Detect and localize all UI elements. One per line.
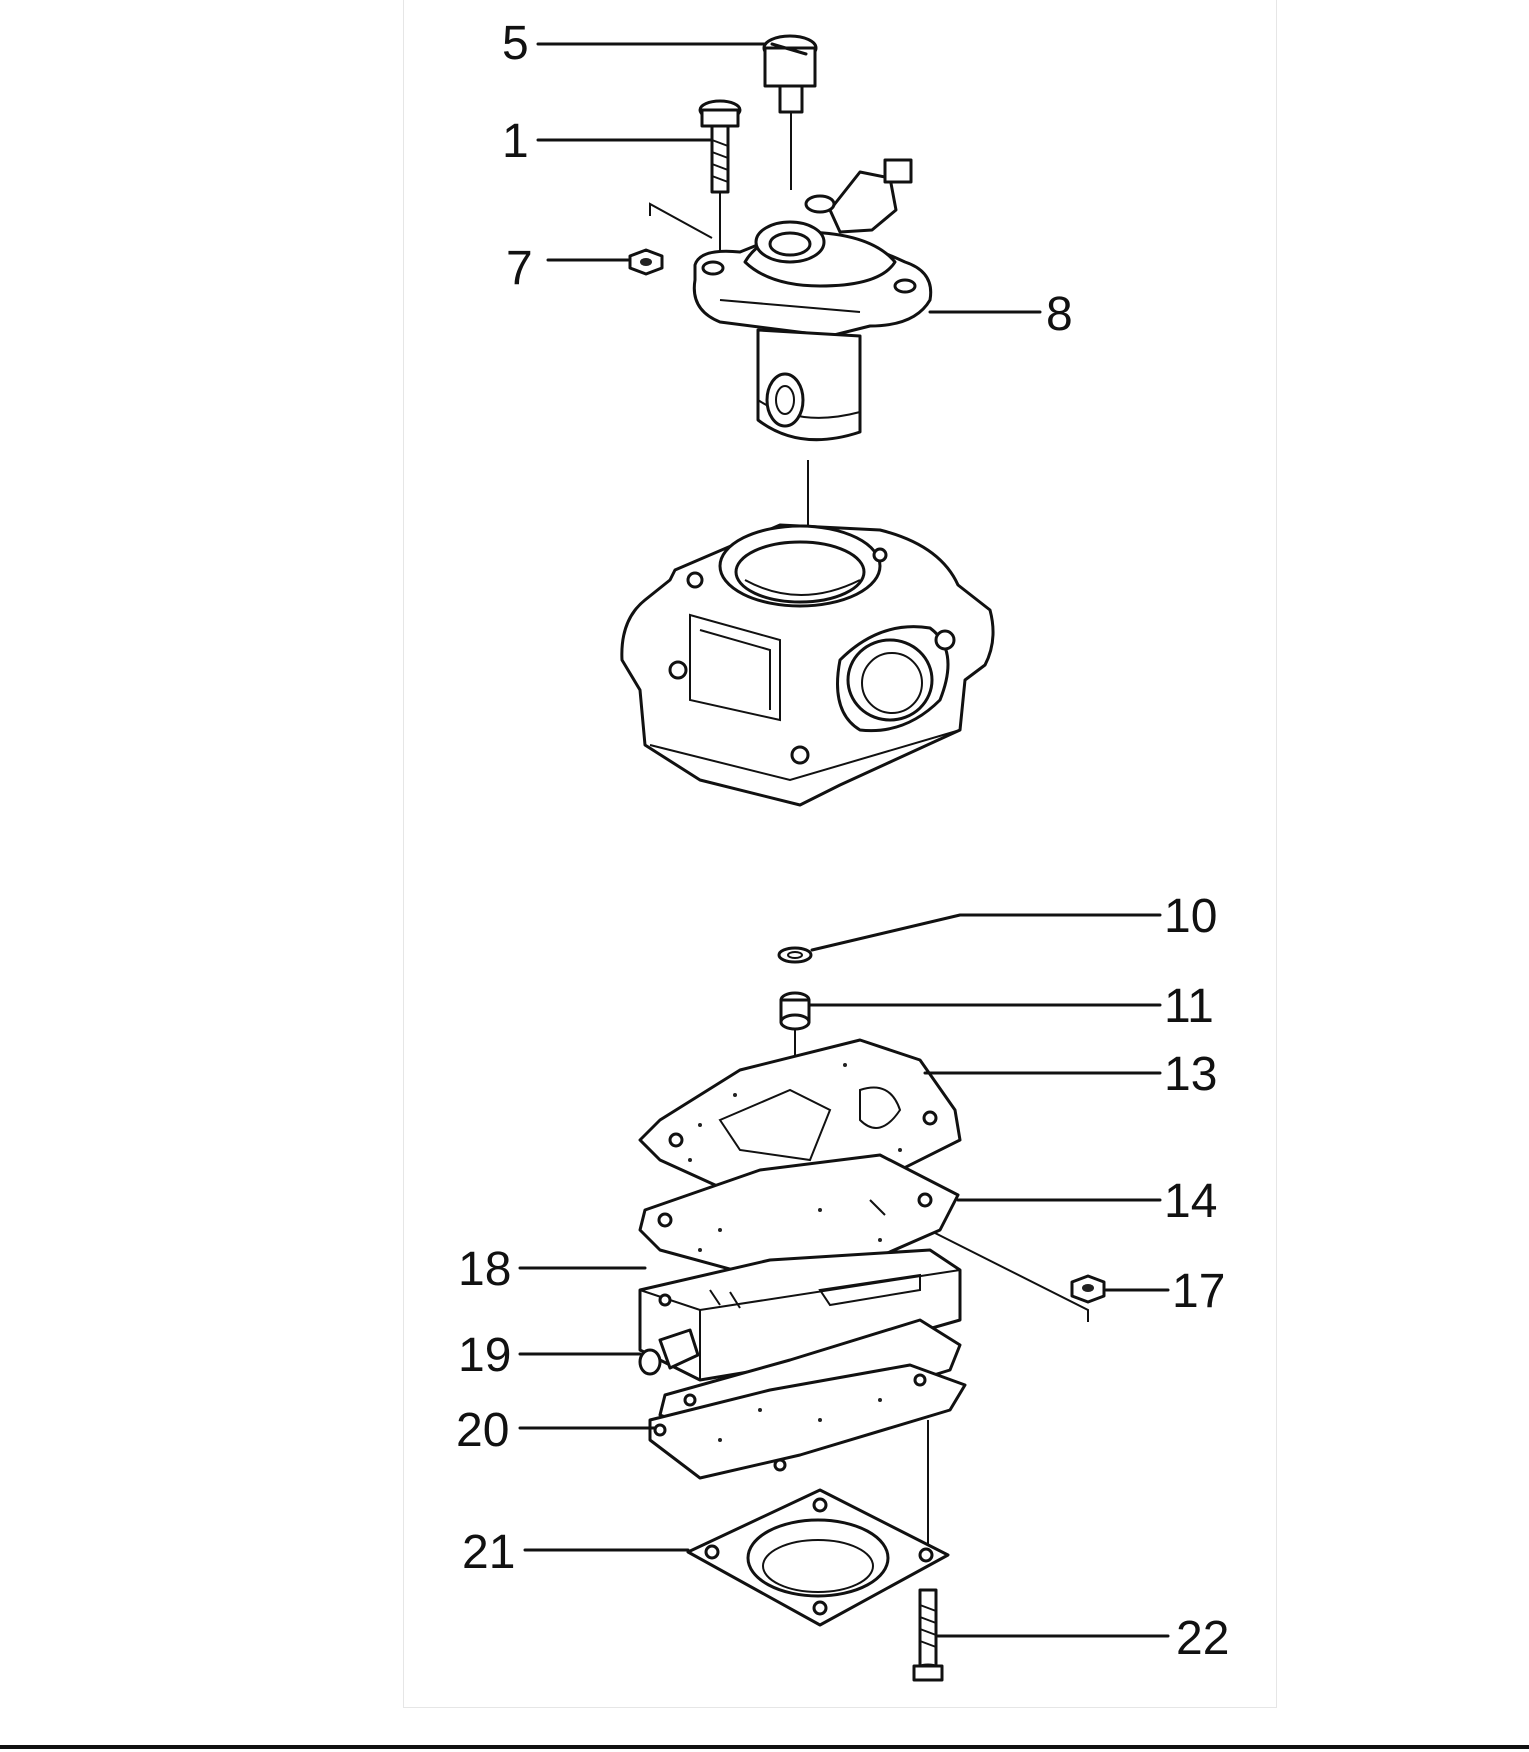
- carburetor-main-body: [620, 523, 995, 807]
- part-20-diaphragm: [648, 1318, 967, 1545]
- callout-21: 21: [462, 1526, 515, 1579]
- callout-labels: 5 1 7 8 10 11 13 14 17 18 19 20 21 22: [456, 17, 1229, 1665]
- leader-lines: [518, 42, 1170, 1638]
- callout-10: 10: [1164, 890, 1217, 943]
- part-14-gasket: [638, 1153, 960, 1282]
- part-1-bolt: [698, 99, 742, 262]
- part-18-pump-body: [638, 1248, 962, 1382]
- callout-17: 17: [1172, 1265, 1225, 1318]
- part-5-adjust-screw: [762, 34, 818, 190]
- bottom-rule: [0, 1745, 1529, 1749]
- part-10-washer: [777, 946, 813, 964]
- callout-13: 13: [1164, 1048, 1217, 1101]
- part-21-cover: [686, 1488, 950, 1627]
- callout-18: 18: [458, 1243, 511, 1296]
- part-22-screw: [912, 1588, 944, 1682]
- callout-8: 8: [1046, 288, 1073, 341]
- callout-19: 19: [458, 1329, 511, 1382]
- callout-1: 1: [502, 115, 529, 168]
- callout-22: 22: [1176, 1612, 1229, 1665]
- callout-7: 7: [506, 242, 533, 295]
- part-19-fitting: [638, 1328, 700, 1376]
- part-8-throttle-body: [692, 158, 933, 575]
- part-17-nut: [934, 1232, 1106, 1322]
- part-7-nut: [628, 202, 713, 276]
- callout-11: 11: [1164, 980, 1214, 1033]
- callout-5: 5: [502, 17, 529, 70]
- callout-14: 14: [1164, 1175, 1217, 1228]
- callout-20: 20: [456, 1404, 509, 1457]
